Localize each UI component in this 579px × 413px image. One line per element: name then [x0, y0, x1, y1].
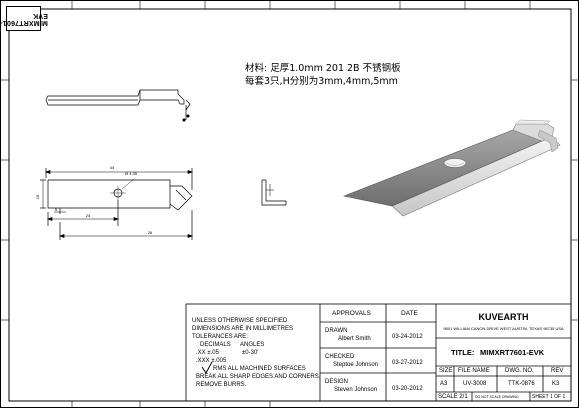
design-label: DESIGN: [325, 379, 349, 385]
isometric-view: [342, 119, 561, 217]
tol-line-1: UNLESS OTHERWISE SPECIFIED: [192, 318, 288, 324]
checked-date: 03-27-2012: [392, 360, 423, 366]
rev-label: REV: [551, 368, 564, 374]
size-value: A3: [440, 381, 448, 387]
drawn-date: 03-24-2012: [392, 334, 423, 340]
front-view: [40, 168, 193, 240]
title-value: MIMXRT7601-EVK: [480, 348, 545, 357]
approvals-header: APPROVALS: [332, 310, 371, 317]
company-name: KUVEARTH: [478, 312, 529, 322]
tol-header-angles: ANGLES: [240, 342, 265, 348]
rev-value: K3: [552, 381, 560, 387]
side-view: [261, 179, 287, 206]
tol-angle-1: ±0-30': [242, 350, 259, 356]
tol-header-decimals: DECIMALS: [200, 342, 231, 348]
dim-overall-length: 44: [110, 165, 115, 170]
file-name-value: UV-3008: [463, 381, 487, 387]
title-block-grid: [185, 303, 572, 402]
drawn-name: Albert Smith: [338, 336, 371, 342]
tol-finish-1: RMS ALL MACHINED SURFACES: [213, 366, 306, 372]
dim-hole-diameter: Ø 4.35: [125, 171, 138, 176]
tol-decimal-1: .XX ±.05: [196, 350, 219, 356]
finish-check-icon: [201, 361, 213, 374]
zone-ticks: [1, 1, 578, 407]
dwg-no-label: DWG. NO.: [505, 368, 534, 374]
sheet-count: SHEET 1 OF 1: [532, 394, 566, 400]
tol-finish-2: BREAK ALL SHARP EDGES AND CORNERS.: [196, 374, 321, 380]
tol-line-3: TOLERANCES ARE:: [192, 334, 248, 340]
file-name-label: FILE NAME: [458, 368, 490, 374]
dim-offset: 24: [86, 213, 91, 218]
scale-value: SCALE 2/1: [438, 394, 468, 400]
dwg-no-value: TTK-0876: [508, 381, 535, 387]
checked-name: Steptoe Johnson: [333, 362, 379, 368]
drawn-label: DRAWN: [325, 328, 348, 334]
top-view: [45, 89, 191, 122]
checked-label: CHECKED: [325, 354, 355, 360]
tol-finish-3: REMOVE BURRS.: [196, 382, 247, 388]
design-date: 03-20-2012: [392, 386, 423, 392]
dim-height: 16: [35, 194, 40, 199]
no-scale-note: DO NOT SCALE DRAWING: [475, 395, 519, 399]
tol-line-2: DIMENSIONS ARE IN MILLIMETRES: [192, 326, 294, 332]
size-label: SIZE: [439, 368, 453, 374]
company-address: 9801 WILLIAM CANON DRIVE WEST AUSTIN, TE…: [443, 326, 564, 331]
dim-small: 5: [55, 207, 58, 212]
material-note-2: 每套3只,H分别为3mm,4mm,5mm: [245, 76, 398, 87]
material-note-1: 材料: 足厚1.0mm 201 2B 不锈钢板: [245, 63, 401, 74]
drawing-side-tag-text: MIMXRT7601-EVK: [0, 11, 48, 26]
date-header: DATE: [401, 310, 418, 317]
design-name: Steven Johnson: [334, 387, 378, 393]
title-label: TITLE:: [451, 348, 475, 357]
tol-decimal-2: .XXX ±.005: [196, 358, 227, 364]
drawing-side-tag: MIMXRT7601-EVK: [0, 6, 47, 31]
dim-base-length: 26: [148, 230, 153, 235]
